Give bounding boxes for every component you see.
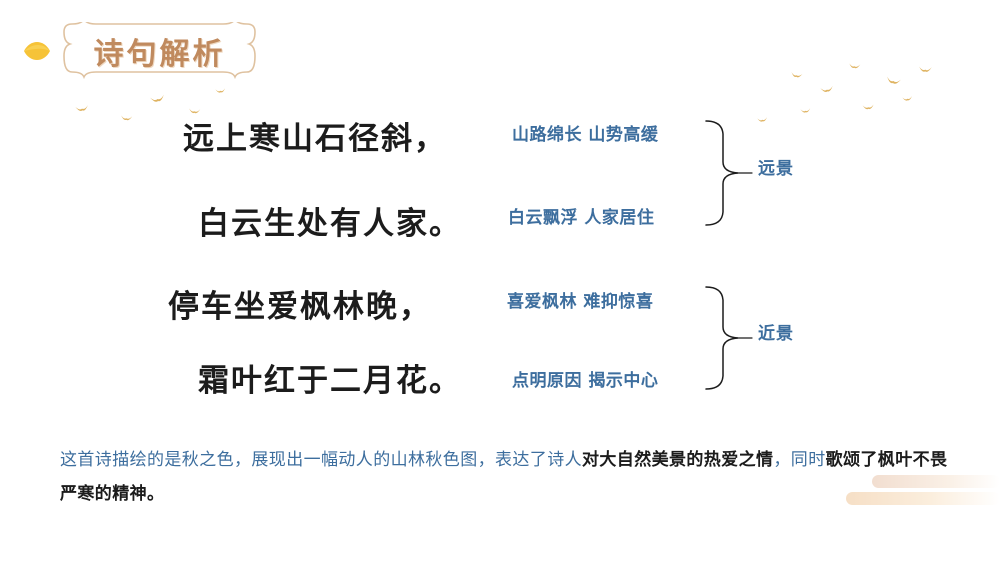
bird-icon bbox=[819, 85, 835, 97]
bird-icon bbox=[862, 104, 875, 114]
annotation-4: 点明原因 揭示中心 bbox=[512, 371, 659, 391]
bird-icon bbox=[757, 116, 769, 126]
bird-icon bbox=[901, 95, 913, 105]
annotation-2: 白云飘浮 人家居住 bbox=[508, 208, 655, 228]
poem-line-1: 远上寒山石径斜， bbox=[183, 121, 447, 157]
poem-line-4: 霜叶红于二月花。 bbox=[198, 363, 462, 399]
title-frame bbox=[63, 22, 256, 80]
page-title: 诗句解析 bbox=[93, 37, 226, 72]
annotation-1: 山路绵长 山势高缓 bbox=[512, 125, 659, 145]
curly-brace-icon bbox=[705, 120, 753, 226]
poem-line-3: 停车坐爱枫林晚， bbox=[168, 289, 432, 325]
annotation-3: 喜爱枫林 难抑惊喜 bbox=[507, 292, 654, 312]
brace-group-far-scene: 远景 bbox=[700, 118, 880, 228]
bird-icon bbox=[848, 62, 862, 72]
group-label-far-scene: 远景 bbox=[758, 159, 794, 179]
bird-icon bbox=[120, 114, 134, 124]
bird-icon bbox=[149, 93, 167, 108]
bird-icon bbox=[789, 71, 803, 82]
bird-icon bbox=[918, 66, 933, 77]
summary-segment-4: 歌颂了枫叶不畏严寒的精神。 bbox=[60, 450, 948, 504]
bird-icon bbox=[188, 108, 201, 118]
curly-brace-icon bbox=[705, 286, 753, 390]
summary-segment-1: 这首诗描绘的是秋之色，展现出一幅动人的山林秋色图，表达了诗人 bbox=[60, 450, 582, 470]
summary-segment-3: ，同时 bbox=[773, 450, 826, 470]
poem-line-2: 白云生处有人家。 bbox=[198, 206, 462, 242]
leaf-icon bbox=[24, 42, 50, 60]
brace-group-near-scene: 近景 bbox=[700, 284, 880, 392]
bird-icon bbox=[74, 104, 90, 116]
title-block: 诗句解析 bbox=[16, 22, 266, 82]
group-label-near-scene: 近景 bbox=[758, 324, 794, 344]
bird-icon bbox=[884, 75, 902, 90]
summary-segment-2: 对大自然美景的热爱之情 bbox=[582, 450, 774, 470]
bird-icon bbox=[800, 108, 812, 117]
summary-paragraph: 这首诗描绘的是秋之色，展现出一幅动人的山林秋色图，表达了诗人对大自然美景的热爱之… bbox=[60, 443, 948, 511]
bird-icon bbox=[215, 87, 227, 96]
